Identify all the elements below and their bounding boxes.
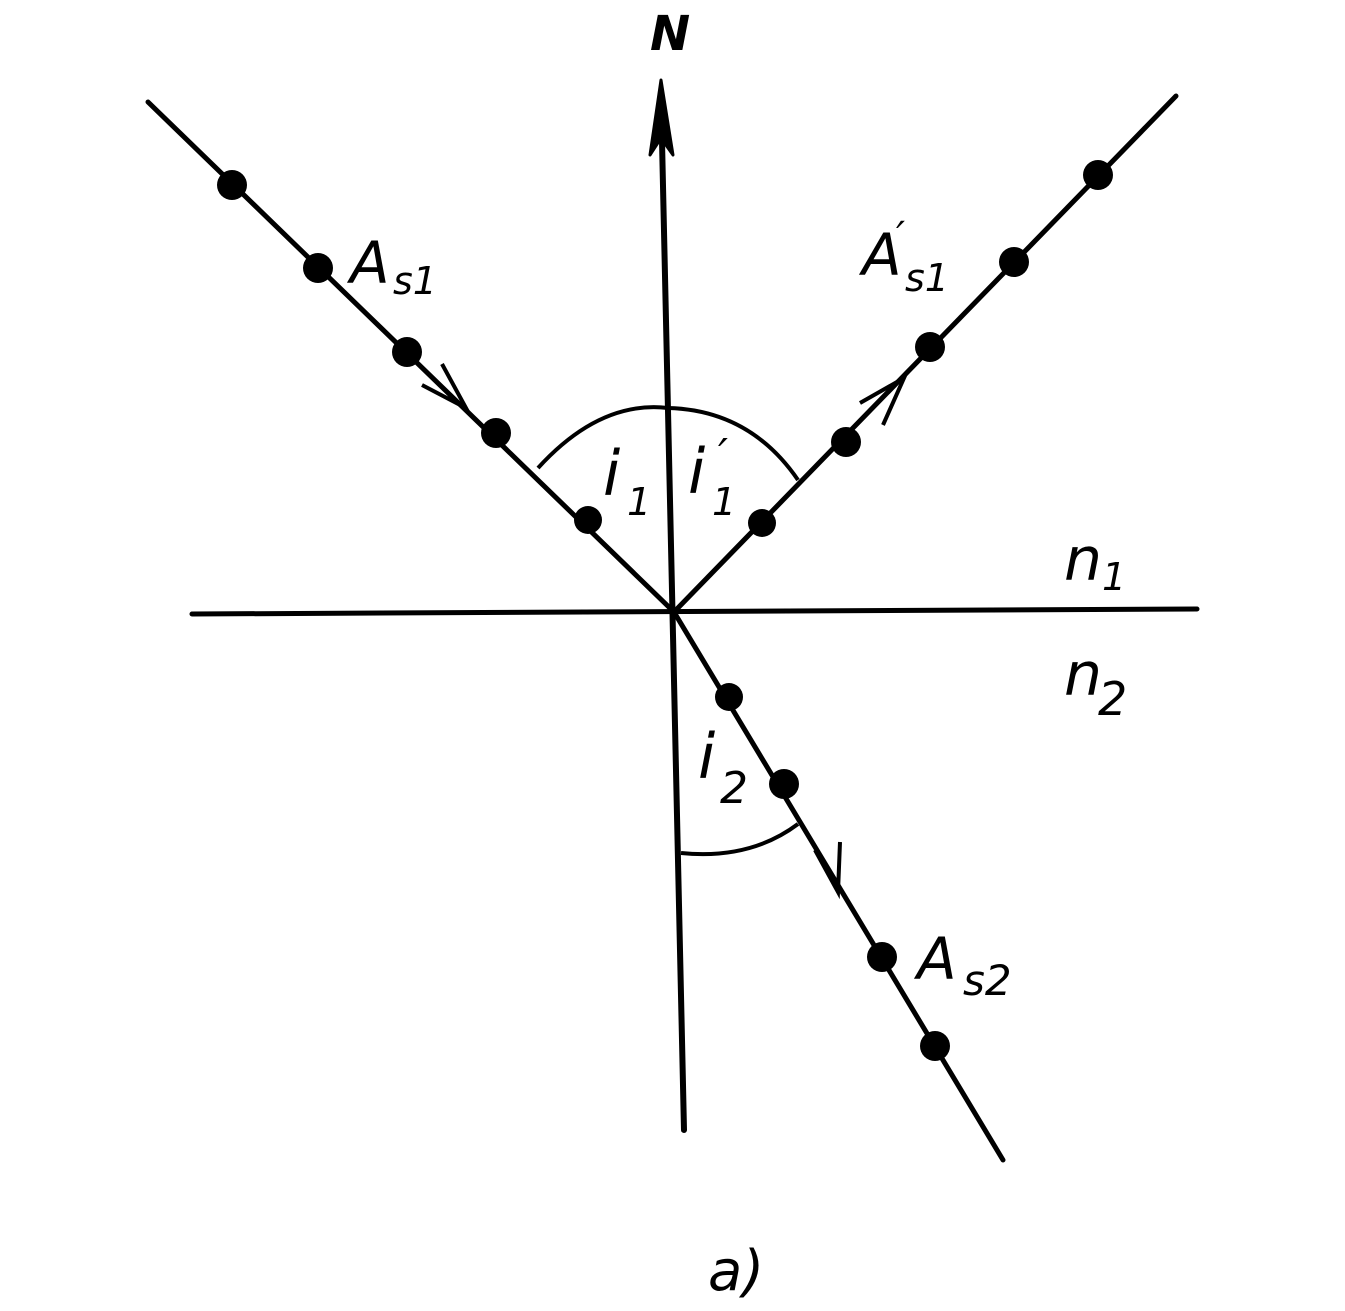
interface-line: [189, 606, 1200, 617]
reflected-dot: [748, 509, 776, 537]
svg-text:′: ′: [718, 430, 728, 481]
svg-text:2: 2: [1098, 672, 1127, 726]
refracted-dots: [715, 683, 950, 1061]
refracted-dot: [867, 942, 897, 972]
incident-dot: [392, 337, 422, 367]
angle-incidence-label: i 1: [603, 437, 651, 524]
svg-text:n: n: [1064, 640, 1102, 710]
reflected-dot: [1083, 160, 1113, 190]
angle-refraction-label: i 2: [698, 720, 748, 814]
normal-label: N: [650, 6, 690, 62]
caption: a): [708, 1239, 764, 1304]
svg-text:2: 2: [720, 763, 748, 814]
svg-text:n: n: [1064, 525, 1102, 595]
refracted-dot: [769, 769, 799, 799]
reflected-arrow: [859, 373, 909, 426]
medium2-label: n 2: [1064, 640, 1127, 726]
reflected-dot: [915, 332, 945, 362]
svg-text:i: i: [688, 435, 705, 508]
arc-incidence-reflection: [536, 405, 800, 482]
incident-dots: [217, 170, 602, 534]
svg-text:s2: s2: [963, 956, 1012, 1005]
incident-dot: [574, 506, 602, 534]
svg-text:s1: s1: [393, 259, 437, 303]
svg-text:A: A: [346, 229, 390, 297]
svg-text:A: A: [913, 925, 957, 993]
incident-arrow: [421, 363, 471, 413]
svg-text:1: 1: [712, 480, 736, 524]
incident-dot: [481, 418, 511, 448]
reflected-dots: [748, 160, 1113, 537]
incident-dot: [217, 170, 247, 200]
incident-dot: [303, 253, 333, 283]
medium1-label: n 1: [1064, 525, 1126, 599]
reflected-label: A ′ s1: [858, 214, 949, 300]
incident-label: A s1: [346, 229, 437, 303]
svg-text:1: 1: [1102, 555, 1126, 599]
svg-text:1: 1: [627, 480, 651, 524]
refracted-label: A s2: [913, 925, 1012, 1005]
refracted-dot: [715, 683, 743, 711]
reflected-dot: [999, 247, 1029, 277]
svg-text:i: i: [698, 720, 715, 793]
svg-text:s1: s1: [905, 256, 949, 300]
refracted-arrow: [813, 841, 842, 900]
svg-text:i: i: [603, 437, 620, 510]
svg-text:′: ′: [896, 214, 905, 260]
reflected-dot: [831, 427, 861, 457]
arc-refraction: [680, 822, 800, 857]
svg-text:A: A: [858, 221, 902, 289]
refracted-dot: [920, 1031, 950, 1061]
normal-arrowhead: [648, 78, 675, 157]
angle-reflection-label: i ′ 1: [688, 430, 736, 524]
